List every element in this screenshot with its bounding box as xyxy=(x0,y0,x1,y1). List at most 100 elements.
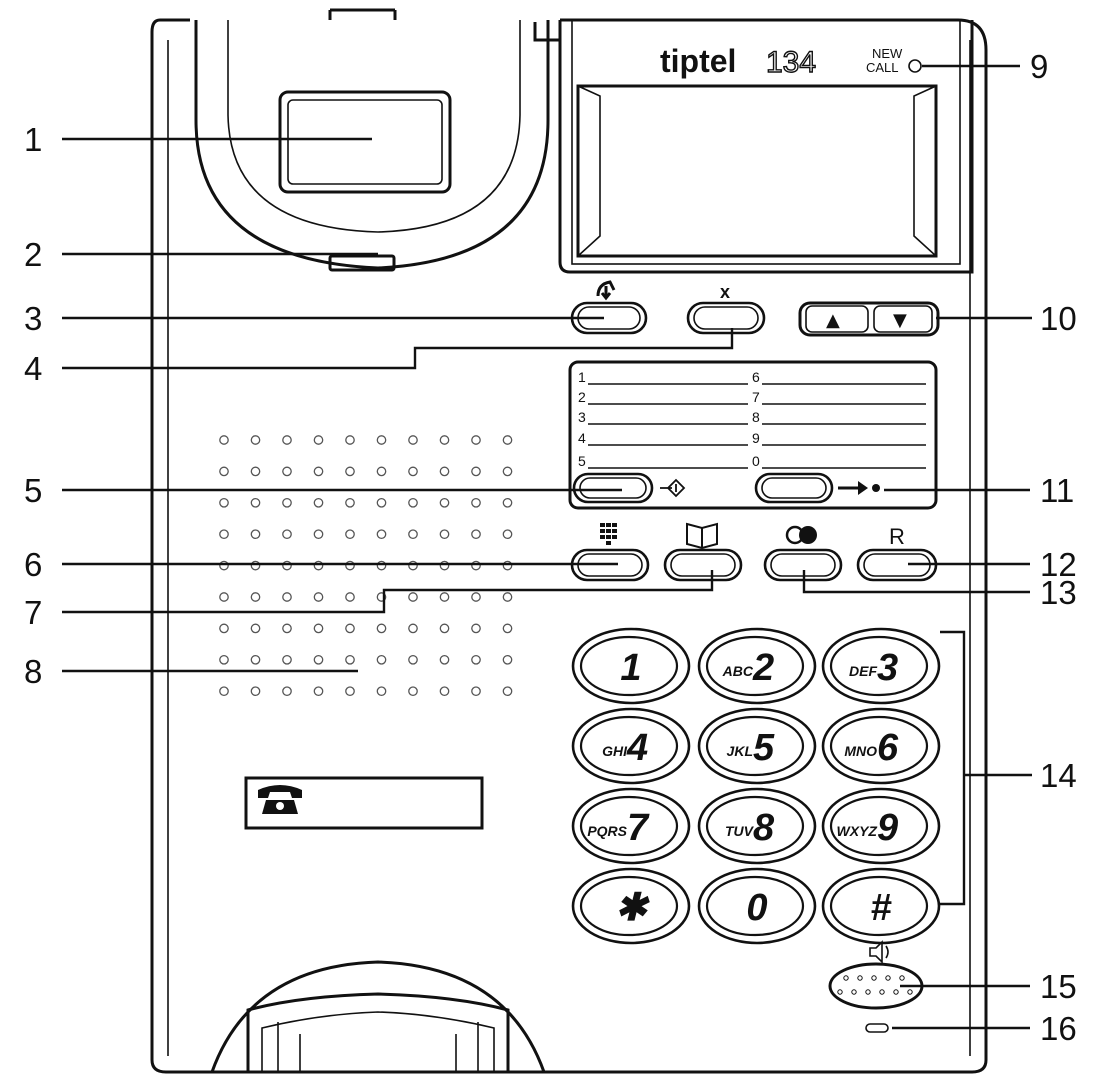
grille-hole xyxy=(502,466,513,477)
key-digit: 6 xyxy=(877,727,899,769)
grille-hole xyxy=(219,529,229,540)
grille-hole xyxy=(345,654,355,665)
callout-7: 7 xyxy=(24,594,42,631)
grille-hole xyxy=(345,435,355,445)
grille-hole xyxy=(471,623,481,634)
speaker-hole xyxy=(843,975,849,981)
key-digit: 2 xyxy=(752,647,774,689)
grille-hole xyxy=(439,435,450,445)
key-digit: # xyxy=(870,887,892,929)
phone-body-inner-edge xyxy=(167,40,971,1056)
clear-key[interactable] xyxy=(686,301,766,335)
grille-hole xyxy=(376,529,387,540)
grille-hole xyxy=(345,560,355,571)
grille-hole xyxy=(219,623,229,634)
grille-hole xyxy=(313,686,324,697)
speed-dial-slot-6: 6 xyxy=(752,369,760,385)
number-label-strip xyxy=(244,776,484,830)
grille-hole xyxy=(250,560,261,571)
microphone-slot xyxy=(865,1023,889,1033)
speaker-hole xyxy=(907,989,913,995)
keypad-key-12[interactable]: # xyxy=(821,867,941,945)
mute-circle-icon xyxy=(785,525,817,545)
grille-hole xyxy=(250,623,261,634)
speaker-grille xyxy=(219,435,513,697)
key-digit: 0 xyxy=(746,887,767,929)
grille-hole xyxy=(376,497,387,508)
keypad-key-10[interactable]: ✱ xyxy=(571,867,691,945)
callout-numbers: 1 2 3 4 5 6 7 8 9 10 11 12 13 14 15 16 xyxy=(24,48,1077,1047)
key-digit: 4 xyxy=(626,727,648,769)
grille-hole xyxy=(471,466,481,477)
speaker-hole xyxy=(879,989,885,995)
speaker-hole xyxy=(851,989,857,995)
grille-hole xyxy=(313,654,324,665)
grille-hole xyxy=(502,435,513,445)
key-letters: ABC xyxy=(722,663,754,679)
grille-hole xyxy=(219,654,229,665)
store-key[interactable] xyxy=(572,472,654,504)
key-letters: GHI xyxy=(602,743,628,759)
speaker-hole xyxy=(885,975,891,981)
phonebook-key[interactable] xyxy=(663,548,743,582)
callout-3: 3 xyxy=(24,300,42,337)
leader-7 xyxy=(62,570,714,614)
speaker-icon xyxy=(869,940,889,964)
recall-label: R xyxy=(889,524,905,549)
key-letters: DEF xyxy=(849,663,877,679)
store-arrow-icon xyxy=(660,478,686,498)
speaker-hole xyxy=(871,975,877,981)
grille-hole xyxy=(408,435,418,445)
speaker-hole xyxy=(899,975,905,981)
grille-hole xyxy=(471,435,481,445)
down-arrow-icon: ▼ xyxy=(893,310,907,331)
callout-14: 14 xyxy=(1040,757,1077,794)
keypad-key-1[interactable]: 1 xyxy=(571,627,691,705)
key-digit: 5 xyxy=(753,727,775,769)
speaker-hole xyxy=(837,989,843,995)
keypad-key-11[interactable]: 0 xyxy=(697,867,817,945)
grille-hole xyxy=(219,435,229,445)
grille-hole xyxy=(439,529,450,540)
grille-hole xyxy=(408,654,418,665)
grille-hole xyxy=(219,592,229,602)
leader-4 xyxy=(62,328,734,370)
speed-dial-slots: 1 2 3 4 5 6 7 8 9 0 xyxy=(578,369,760,469)
key-digit: 1 xyxy=(620,647,641,689)
key-letters: PQRS xyxy=(587,823,627,839)
grille-hole xyxy=(282,560,292,571)
loudspeaker xyxy=(828,940,924,1010)
leader-14 xyxy=(940,630,1032,906)
phonebook-icon xyxy=(686,522,718,550)
callout-5: 5 xyxy=(24,472,42,509)
hook-tab xyxy=(328,254,396,272)
key-digit: 8 xyxy=(753,807,775,849)
callout-2: 2 xyxy=(24,236,42,273)
grille-hole xyxy=(439,592,450,602)
redial-key[interactable] xyxy=(754,472,834,504)
speed-dial-slot-2: 2 xyxy=(578,389,586,405)
callout-6: 6 xyxy=(24,546,42,583)
grille-hole xyxy=(219,560,229,571)
grille-hole xyxy=(282,686,292,697)
grille-hole xyxy=(471,686,481,697)
grille-hole xyxy=(376,435,387,445)
grille-hole xyxy=(282,497,292,508)
grille-hole xyxy=(408,529,418,540)
grille-hole xyxy=(408,592,418,602)
grille-hole xyxy=(313,623,324,634)
grille-hole xyxy=(502,497,513,508)
handset-cradle-bottom xyxy=(210,960,546,1073)
grille-hole xyxy=(471,654,481,665)
grille-hole xyxy=(345,623,355,634)
key-digit: 3 xyxy=(877,647,898,689)
callout-4: 4 xyxy=(24,350,42,387)
